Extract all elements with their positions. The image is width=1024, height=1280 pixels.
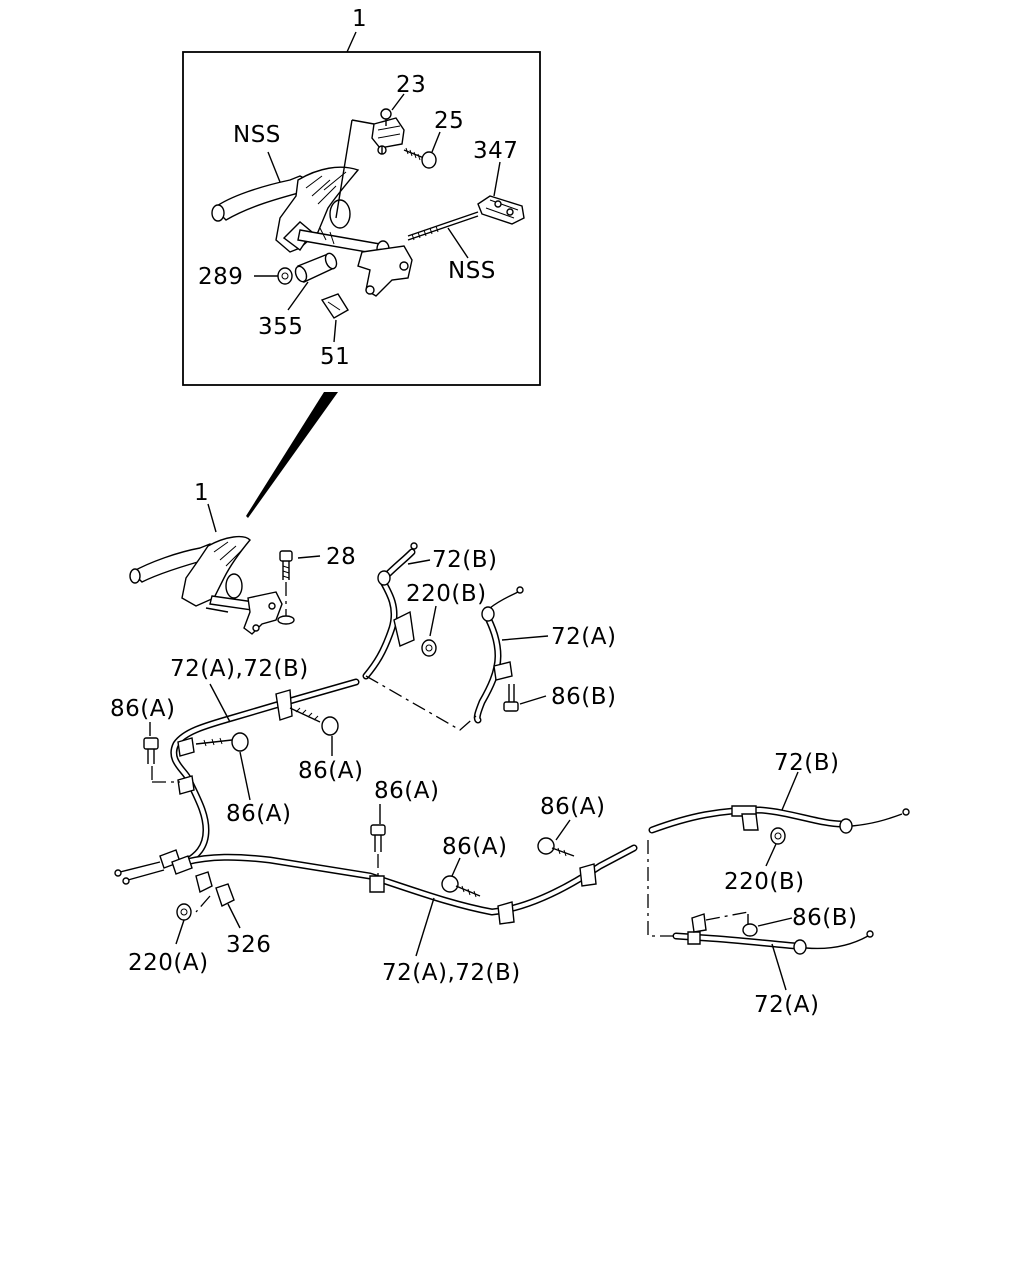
label-72ab-bottom: 72(A),72(B) xyxy=(382,960,521,986)
label-86a-c1: 86(A) xyxy=(374,778,439,804)
label-72b-top: 72(B) xyxy=(432,547,498,573)
label-nss-lever: NSS xyxy=(233,122,281,148)
routing-line-right xyxy=(647,840,676,937)
label-72a-right: 72(A) xyxy=(551,624,616,650)
part-347-equalizer xyxy=(477,195,525,225)
part-289-nut xyxy=(277,267,293,285)
label-326: 326 xyxy=(226,932,271,958)
label-23: 23 xyxy=(396,72,426,98)
cable-72b-right xyxy=(648,805,910,834)
label-51: 51 xyxy=(320,344,350,370)
label-86a-left: 86(A) xyxy=(110,696,175,722)
label-72b-right: 72(B) xyxy=(774,750,840,776)
cable-end-fittings-left xyxy=(114,849,235,921)
zoom-wedge xyxy=(246,392,338,518)
part-86a-bolt-left xyxy=(143,737,159,764)
part-28-bolt xyxy=(277,550,295,625)
part-86a-bolt-c3 xyxy=(537,837,575,857)
cable-72a-upper xyxy=(473,586,524,724)
label-86a-lower: 86(A) xyxy=(226,801,291,827)
label-86b-right: 86(B) xyxy=(792,905,858,931)
part-86b-bolt-upper xyxy=(503,684,519,712)
cable-72a-right xyxy=(672,911,874,955)
parking-brake-lever xyxy=(129,535,283,635)
label-25: 25 xyxy=(434,108,464,134)
label-220a: 220(A) xyxy=(128,950,209,976)
label-347: 347 xyxy=(473,138,518,164)
label-289: 289 xyxy=(198,264,243,290)
part-51-clip xyxy=(320,293,349,319)
front-cable xyxy=(151,576,398,866)
label-86a-mid: 86(A) xyxy=(298,758,363,784)
label-86b-upper: 86(B) xyxy=(551,684,617,710)
leader-detail-1 xyxy=(346,31,357,53)
part-23-bracket xyxy=(371,108,405,155)
part-355-sleeve xyxy=(294,252,338,283)
label-1: 1 xyxy=(194,480,209,506)
label-72a-bottom-right: 72(A) xyxy=(754,992,819,1018)
label-220b-right: 220(B) xyxy=(724,869,805,895)
label-28: 28 xyxy=(326,544,356,570)
part-220b-nut-right xyxy=(770,827,786,845)
part-25-screw xyxy=(403,147,437,169)
part-86a-bolt-c1 xyxy=(370,824,386,876)
part-86a-bolt-lower xyxy=(195,732,249,752)
label-72ab-upper: 72(A),72(B) xyxy=(170,656,309,682)
rear-cable xyxy=(182,844,638,925)
main-assembly: 1 28 72(B) 220(B) 72(A) 86(B) 72(A),72(B… xyxy=(110,480,910,1018)
part-86a-bolt-c2 xyxy=(441,875,481,898)
routing-line-upper xyxy=(365,675,477,731)
parking-brake-lever-detail xyxy=(211,166,413,297)
label-355: 355 xyxy=(258,314,303,340)
cable-72b-upper xyxy=(377,542,418,647)
leader-23-line xyxy=(335,119,353,219)
detail-frame xyxy=(182,51,541,386)
label-220b-top: 220(B) xyxy=(406,581,487,607)
detail-callout-1: 1 xyxy=(352,6,367,32)
label-86a-c3: 86(A) xyxy=(540,794,605,820)
label-nss-rod: NSS xyxy=(448,258,496,284)
part-86a-bolt-mid xyxy=(289,707,339,736)
label-86a-c2: 86(A) xyxy=(442,834,507,860)
detail-box: 1 xyxy=(182,6,541,386)
part-220b-nut-top xyxy=(421,639,437,657)
adjusting-rod xyxy=(407,211,479,241)
part-86b-bolt-right xyxy=(742,914,758,937)
